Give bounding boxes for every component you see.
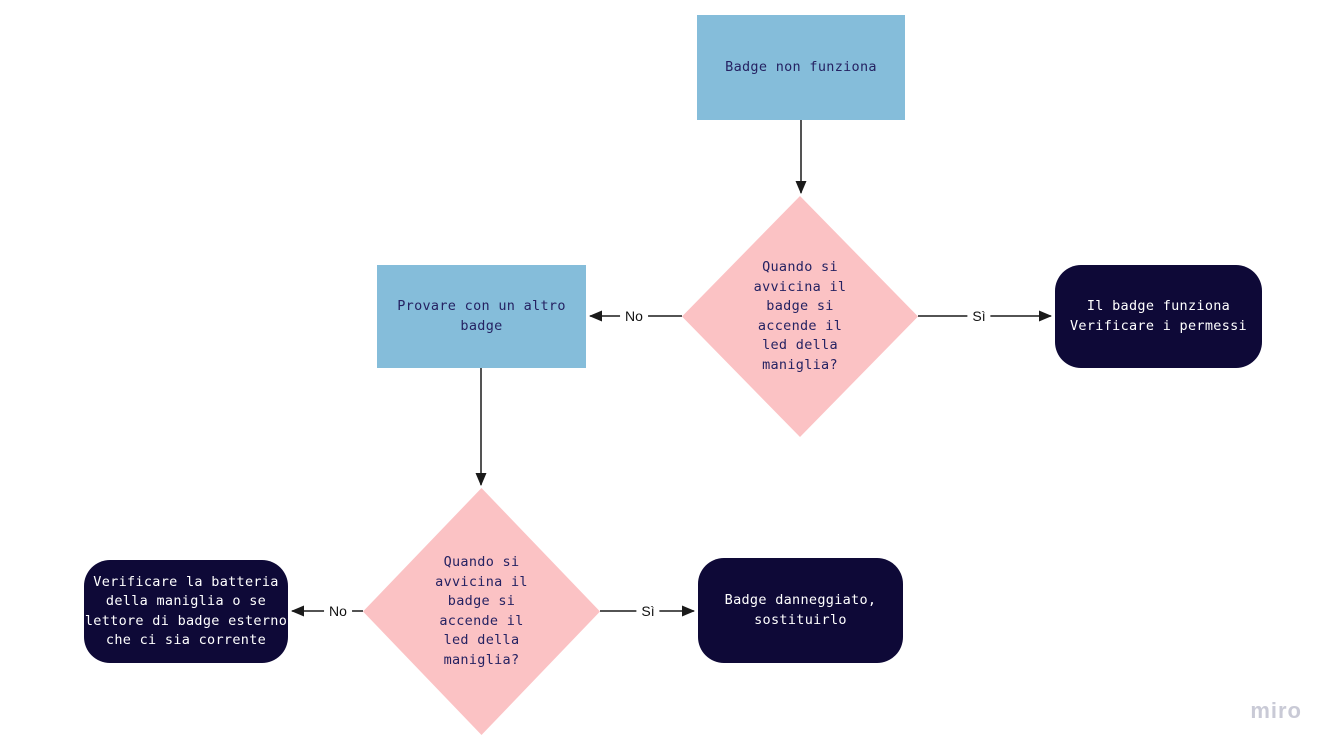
edge-label-decision1-yes[interactable]: Sì xyxy=(967,307,991,325)
edge-label-decision2-no[interactable]: No xyxy=(324,602,352,620)
edge-label-decision1-no[interactable]: No xyxy=(620,307,648,325)
node-battery-label: Verificare la batteria della maniglia o … xyxy=(84,573,288,649)
node-provare-altro-badge[interactable]: Provare con un altro badge xyxy=(377,265,586,368)
miro-watermark: miro xyxy=(1250,698,1302,723)
node-decision2-label: Quando si avvicina il badge si accende i… xyxy=(435,554,528,668)
node-badge-danneggiato[interactable]: Badge danneggiato, sostituirlo xyxy=(698,558,903,663)
node-start-label: Badge non funziona xyxy=(725,58,877,75)
edge-label-decision2-yes[interactable]: Sì xyxy=(636,602,660,620)
node-badge-funziona[interactable]: Il badge funziona Verificare i permessi xyxy=(1055,265,1262,368)
node-verificare-batteria[interactable]: Verificare la batteria della maniglia o … xyxy=(84,560,288,663)
node-decision2-led-maniglia[interactable]: Quando si avvicina il badge si accende i… xyxy=(363,488,600,735)
node-works-label: Il badge funziona Verificare i permessi xyxy=(1070,298,1247,334)
node-start-badge-non-funziona[interactable]: Badge non funziona xyxy=(697,15,905,120)
node-try-other-label: Provare con un altro badge xyxy=(397,298,566,334)
node-damaged-label: Badge danneggiato, sostituirlo xyxy=(724,592,877,628)
node-decision1-label: Quando si avvicina il badge si accende i… xyxy=(753,259,847,373)
node-decision1-led-maniglia[interactable]: Quando si avvicina il badge si accende i… xyxy=(682,196,918,437)
